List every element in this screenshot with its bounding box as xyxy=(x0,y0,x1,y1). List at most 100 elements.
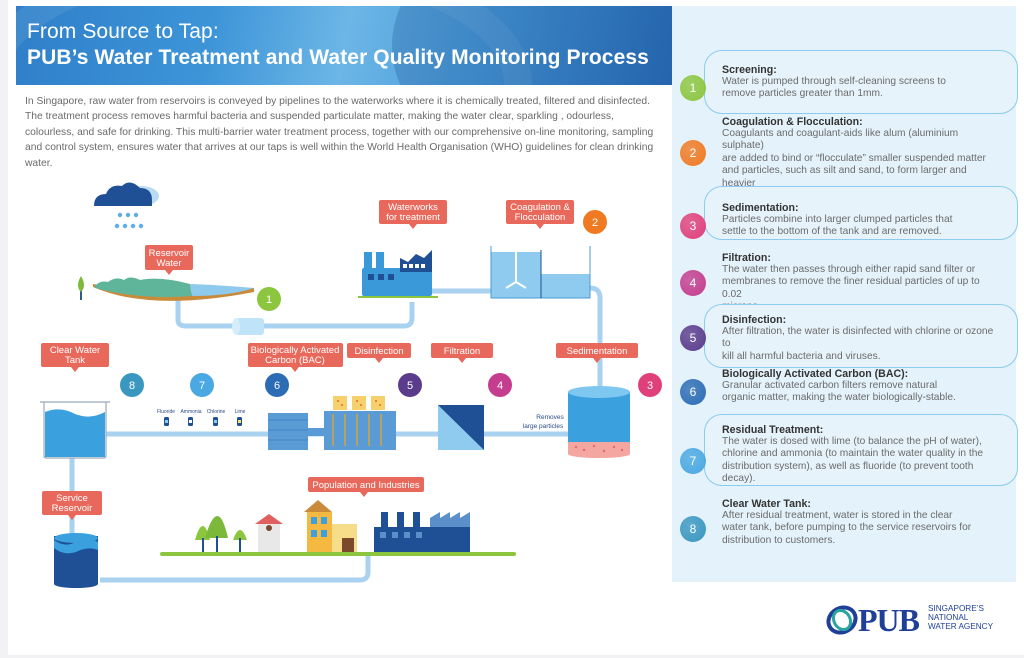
screen-cylinder-icon xyxy=(232,318,264,335)
svg-text:5: 5 xyxy=(407,380,413,392)
title-banner: From Source to Tap: PUB’s Water Treatmen… xyxy=(16,6,672,85)
ammonia-doser-icon xyxy=(188,417,193,426)
marker-6: 6 xyxy=(265,373,289,397)
svg-text:Reservoir: Reservoir xyxy=(52,503,93,514)
disinfection-unit-icon xyxy=(324,396,396,450)
chemical-dosers xyxy=(164,417,242,426)
callout-service-reservoir: Service Reservoir xyxy=(42,491,102,520)
svg-text:2: 2 xyxy=(592,217,598,229)
step-number-badge: 4 xyxy=(680,269,706,296)
marker-2: 2 xyxy=(583,210,607,234)
svg-text:Reservoir: Reservoir xyxy=(149,248,190,259)
svg-text:7: 7 xyxy=(199,380,205,392)
step-frame xyxy=(704,414,1018,486)
svg-text:6: 6 xyxy=(274,380,280,392)
callout-bac: Biologically Activated Carbon (BAC) xyxy=(248,343,343,372)
svg-text:Water: Water xyxy=(157,258,182,269)
step-description: The water is dosed with lime (to balance… xyxy=(722,436,984,485)
step-title: Clear Water Tank: xyxy=(722,498,811,510)
step-number-badge: 3 xyxy=(680,213,706,240)
svg-text:4: 4 xyxy=(497,380,503,392)
svg-text:Biologically Activated: Biologically Activated xyxy=(251,345,340,356)
marker-1: 1 xyxy=(257,287,281,311)
pub-swirl-icon xyxy=(826,605,858,635)
step-title: Screening: xyxy=(722,64,777,76)
reservoir-icon xyxy=(78,276,254,301)
step-description: After residual treatment, water is store… xyxy=(722,510,972,546)
callout-sedimentation: Sedimentation xyxy=(556,343,638,363)
chemical-lime: Lime xyxy=(235,409,246,415)
step-frame xyxy=(704,50,1018,114)
chemical-fluoride: Fluoride xyxy=(157,409,175,415)
step-description: Granular activated carbon filters remove… xyxy=(722,380,956,404)
callout-waterworks: Waterworks for treatment xyxy=(379,200,447,229)
fluoride-doser-icon xyxy=(164,417,169,426)
step-number-badge: 2 xyxy=(680,139,706,166)
svg-text:8: 8 xyxy=(129,380,135,392)
lime-doser-icon xyxy=(237,417,242,426)
svg-text:Tank: Tank xyxy=(65,355,85,366)
step-title: Filtration: xyxy=(722,252,771,264)
step-description: After filtration, the water is disinfect… xyxy=(722,326,994,362)
svg-text:Clear Water: Clear Water xyxy=(50,345,100,356)
svg-text:Disinfection: Disinfection xyxy=(354,346,403,357)
marker-5: 5 xyxy=(398,373,422,397)
step-number-badge: 8 xyxy=(680,515,706,542)
marker-7: 7 xyxy=(190,373,214,397)
svg-text:Sedimentation: Sedimentation xyxy=(567,346,628,357)
pub-tagline: SINGAPORE’S NATIONAL WATER AGENCY xyxy=(928,604,994,631)
marker-8: 8 xyxy=(120,373,144,397)
filtration-unit-icon xyxy=(438,405,484,450)
rain-cloud-icon xyxy=(94,182,159,229)
step-title: Sedimentation: xyxy=(722,202,799,214)
steps-sidebar: 1 Screening:Water is pumped through self-… xyxy=(672,6,1018,582)
callout-coagulation: Coagulation & Flocculation xyxy=(506,200,574,229)
bac-unit-icon xyxy=(268,413,324,450)
step-frame xyxy=(704,186,1018,240)
step-title: Biologically Activated Carbon (BAC): xyxy=(722,368,909,380)
svg-text:Population and Industries: Population and Industries xyxy=(312,480,419,491)
marker-3: 3 xyxy=(638,373,662,397)
svg-text:Waterworks: Waterworks xyxy=(388,202,438,213)
marker-4: 4 xyxy=(488,373,512,397)
title-line-2: PUB’s Water Treatment and Water Quality … xyxy=(27,46,649,69)
svg-text:Carbon (BAC): Carbon (BAC) xyxy=(265,355,325,366)
chlorine-doser-icon xyxy=(213,417,218,426)
svg-text:3: 3 xyxy=(647,380,653,392)
waterworks-factory-icon xyxy=(358,250,438,298)
chemical-chlorine: Chlorine xyxy=(207,409,226,415)
chemical-ammonia: Ammonia xyxy=(180,409,201,415)
step-title: Disinfection: xyxy=(722,314,787,326)
intro-paragraph: In Singapore, raw water from reservoirs … xyxy=(25,96,654,169)
process-diagram: Removes large particles Fluoride Ammonia… xyxy=(40,182,662,588)
svg-text:Service: Service xyxy=(56,493,88,504)
svg-text:Coagulation &: Coagulation & xyxy=(510,202,570,213)
step-title: Coagulation & Flocculation: xyxy=(722,116,863,128)
pub-wordmark: PUB xyxy=(858,602,920,638)
step-title: Residual Treatment: xyxy=(722,424,824,436)
service-reservoir-icon xyxy=(54,533,98,588)
removes-label-line1: Removes xyxy=(536,414,564,421)
step-frame xyxy=(704,304,1018,368)
callout-disinfection: Disinfection xyxy=(347,343,411,363)
pub-logo: PUB SINGAPORE’S NATIONAL WATER AGENCY xyxy=(824,600,1024,640)
title-line-1: From Source to Tap: xyxy=(27,20,219,43)
step-number-badge: 5 xyxy=(680,325,706,352)
callout-clear-water-tank: Clear Water Tank xyxy=(41,343,109,372)
step-description: Water is pumped through self-cleaning sc… xyxy=(722,76,946,100)
removes-label-line2: large particles xyxy=(523,423,564,430)
svg-text:for treatment: for treatment xyxy=(386,212,440,223)
step-number-badge: 7 xyxy=(680,447,706,474)
callout-population: Population and Industries xyxy=(308,477,424,497)
callout-filtration: Filtration xyxy=(431,343,493,363)
step-number-badge: 1 xyxy=(680,75,706,102)
clear-water-tank-icon xyxy=(40,401,110,459)
town-icon xyxy=(160,500,516,556)
sedimentation-tank-icon xyxy=(568,386,630,458)
callout-reservoir-water: Reservoir Water xyxy=(145,245,193,275)
svg-text:Filtration: Filtration xyxy=(444,346,480,357)
coagulation-tank-icon xyxy=(490,246,591,299)
svg-text:1: 1 xyxy=(266,294,272,306)
step-number-badge: 6 xyxy=(680,379,706,406)
step-description: Particles combine into larger clumped pa… xyxy=(722,214,953,238)
